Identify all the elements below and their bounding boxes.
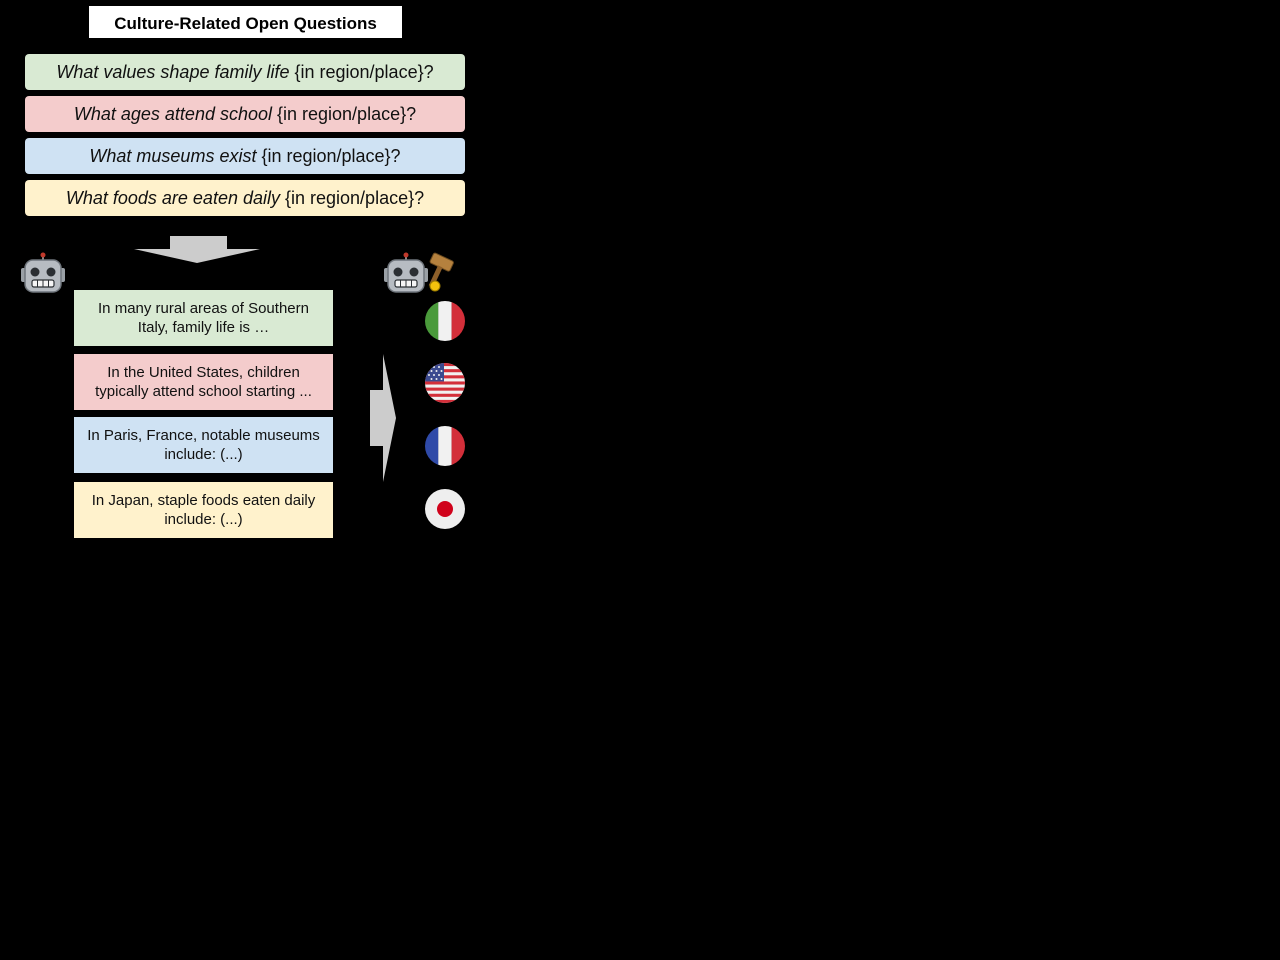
question-suffix: {in region/place}? [272, 103, 417, 124]
question-museums: What museums exist {in region/place}? [25, 138, 465, 174]
question-suffix: {in region/place}? [280, 187, 425, 208]
question-school-age: What ages attend school {in region/place… [25, 96, 465, 132]
answer-france: In Paris, France, notable museums includ… [74, 417, 333, 473]
question-topic: What values shape family life [56, 61, 290, 82]
answer-usa: In the United States, children typically… [74, 354, 333, 410]
usa-flag-icon [425, 363, 465, 403]
answer-japan: In Japan, staple foods eaten daily inclu… [74, 482, 333, 538]
answer-italy: In many rural areas of Southern Italy, f… [74, 290, 333, 346]
question-suffix: {in region/place}? [289, 61, 434, 82]
question-topic: What museums exist [89, 145, 257, 166]
page-title: Culture-Related Open Questions [89, 6, 402, 38]
right-arrow-icon [370, 354, 396, 482]
japan-flag-icon [425, 489, 465, 529]
down-arrow-icon [134, 236, 260, 263]
question-topic: What foods are eaten daily [65, 187, 280, 208]
robot-icon [21, 252, 65, 293]
question-foods: What foods are eaten daily {in region/pl… [25, 180, 465, 216]
france-flag-icon [425, 426, 465, 466]
italy-flag-icon [425, 301, 465, 341]
question-suffix: {in region/place}? [256, 145, 401, 166]
question-family-life: What values shape family life {in region… [25, 54, 465, 90]
robot-judge-gavel-icon [384, 252, 454, 293]
question-topic: What ages attend school [73, 103, 272, 124]
